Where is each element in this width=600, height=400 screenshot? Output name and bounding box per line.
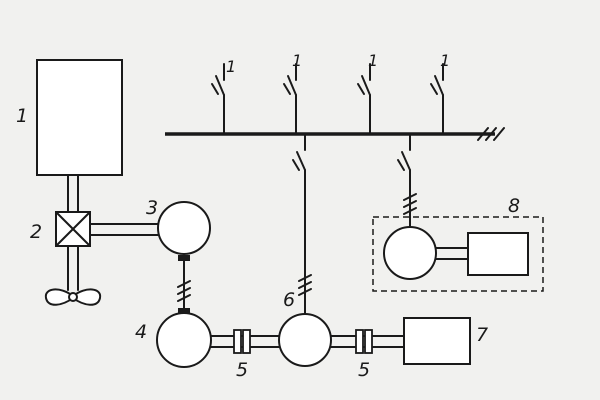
machine-7-label: 7 xyxy=(476,324,488,346)
feeder-switch-4 xyxy=(430,63,444,135)
machine-3 xyxy=(157,201,211,255)
feeder-3-label: 1 xyxy=(368,51,378,70)
crossed-box-icon xyxy=(55,211,91,247)
machine-3-label: 3 xyxy=(146,197,158,219)
feeder-switch-1 xyxy=(211,63,225,135)
group-8-label: 8 xyxy=(508,195,520,217)
propeller-icon xyxy=(44,288,102,306)
machine-6-label: 6 xyxy=(283,289,295,311)
feeder-to-machine-6 xyxy=(292,133,312,315)
coupling-left-label: 5 xyxy=(236,359,248,381)
machine-4-label: 4 xyxy=(135,321,147,343)
coupling-left xyxy=(233,329,251,354)
gearbox-label: 2 xyxy=(30,221,42,243)
coupling-right xyxy=(355,329,373,354)
group-8-enclosure xyxy=(372,216,544,292)
tank-label: 1 xyxy=(16,105,28,127)
group-8-box xyxy=(467,232,529,276)
ground-hatch-icon xyxy=(477,127,505,141)
coupling-right-label: 5 xyxy=(358,359,370,381)
feeder-1-label: 1 xyxy=(226,57,236,76)
machine-6 xyxy=(278,313,332,367)
tank-box xyxy=(36,59,123,176)
machine-4 xyxy=(156,312,212,368)
machine-7-box xyxy=(403,317,471,365)
link-3-to-4 xyxy=(177,255,191,314)
feeder-to-group-8 xyxy=(397,133,417,229)
feeder-switch-3 xyxy=(357,63,371,135)
gearbox-to-machine-3-shaft xyxy=(89,223,161,236)
feeder-2-label: 1 xyxy=(292,51,302,70)
tank-shaft xyxy=(67,174,79,213)
feeder-switch-2 xyxy=(283,63,297,135)
feeder-4-label: 1 xyxy=(440,51,450,70)
group-8-shaft xyxy=(435,247,469,260)
propeller-shaft xyxy=(67,245,79,291)
group-8-machine xyxy=(383,226,437,280)
